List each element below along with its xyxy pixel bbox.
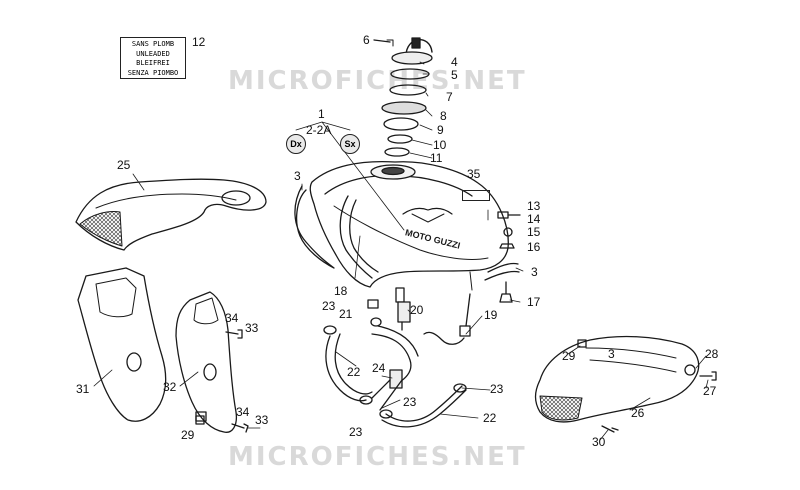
callout-19: 19 [484, 308, 498, 322]
callout-17: 17 [527, 295, 541, 309]
fuel-tank [309, 160, 509, 291]
callout-5: 5 [451, 68, 458, 82]
fuel-hose-22-right [381, 385, 467, 428]
fuel-label-line-1: SANS PLOMB [131, 40, 175, 48]
callout-23b: 23 [349, 425, 363, 439]
callout-1: 1 [318, 107, 325, 121]
callout-16: 16 [527, 240, 541, 254]
callout-2-2a: 2-2A [306, 123, 332, 137]
fuel-label-line-4: SENZA PIOMBO [127, 68, 179, 77]
fuel-sender [423, 293, 471, 345]
callout-32: 32 [163, 380, 177, 394]
callout-23d: 23 [490, 382, 504, 396]
hose-3-right [484, 262, 520, 281]
mounting-screws [497, 211, 521, 303]
callout-15: 15 [527, 225, 541, 239]
filler-cap-assembly [373, 37, 433, 157]
callout-26: 26 [631, 406, 645, 420]
callout-11: 11 [430, 151, 443, 165]
side-cover-31 [77, 267, 167, 422]
callout-10: 10 [433, 138, 447, 152]
panel-fasteners [195, 339, 717, 433]
callout-13: 13 [527, 199, 541, 213]
callout-35: 35 [467, 167, 481, 181]
callout-22b: 22 [483, 411, 497, 425]
callout-3a: 3 [294, 169, 301, 183]
fuel-label-line-2: UNLEADED [136, 49, 170, 58]
callout-24: 24 [372, 361, 386, 375]
badge-right-side: Dx [286, 134, 306, 154]
callout-33a: 33 [245, 321, 259, 335]
callout-7: 7 [446, 90, 453, 104]
cover-screws [195, 329, 249, 433]
side-panel-25 [75, 178, 267, 251]
callout-31: 31 [76, 382, 90, 396]
hose-3-left [294, 185, 335, 269]
side-cover-32 [175, 291, 238, 433]
callout-6: 6 [363, 33, 370, 47]
callout-30: 30 [592, 435, 606, 449]
kit-35-box [462, 190, 490, 201]
side-panel-26 [534, 335, 700, 423]
callout-29a: 29 [562, 349, 576, 363]
watermark-top: MICROFICHES.NET [228, 66, 527, 96]
callout-23c: 23 [403, 395, 417, 409]
callout-21: 21 [339, 307, 353, 321]
fuel-tap [395, 287, 411, 331]
callout-3c: 3 [608, 347, 615, 361]
callout-27: 27 [703, 384, 717, 398]
callout-12: 12 [192, 35, 206, 49]
callout-23a: 23 [322, 299, 336, 313]
callout-20: 20 [410, 303, 424, 317]
callout-33b: 33 [255, 413, 269, 427]
callout-9: 9 [437, 123, 444, 137]
watermark-bottom: MICROFICHES.NET [228, 442, 527, 472]
callout-34a: 34 [225, 311, 239, 325]
hose-clamps [323, 299, 467, 419]
callout-34b: 34 [236, 405, 250, 419]
fuel-hose-22-upper [371, 325, 419, 385]
callout-3b: 3 [531, 265, 538, 279]
t-fitting [371, 369, 403, 411]
badge-left-side: Sx [340, 134, 360, 154]
callout-28: 28 [705, 347, 719, 361]
callout-4: 4 [451, 55, 458, 69]
callout-22a: 22 [347, 365, 361, 379]
callout-14: 14 [527, 212, 541, 226]
callout-8: 8 [440, 109, 447, 123]
callout-18: 18 [334, 284, 348, 298]
callout-29b: 29 [181, 428, 195, 442]
callout-25: 25 [117, 158, 131, 172]
fuel-label-line-3: BLEIFREI [136, 59, 170, 67]
fuel-type-label: SANS PLOMB UNLEADED BLEIFREI SENZA PIOMB… [120, 37, 186, 79]
hose-3-mid [339, 195, 379, 279]
